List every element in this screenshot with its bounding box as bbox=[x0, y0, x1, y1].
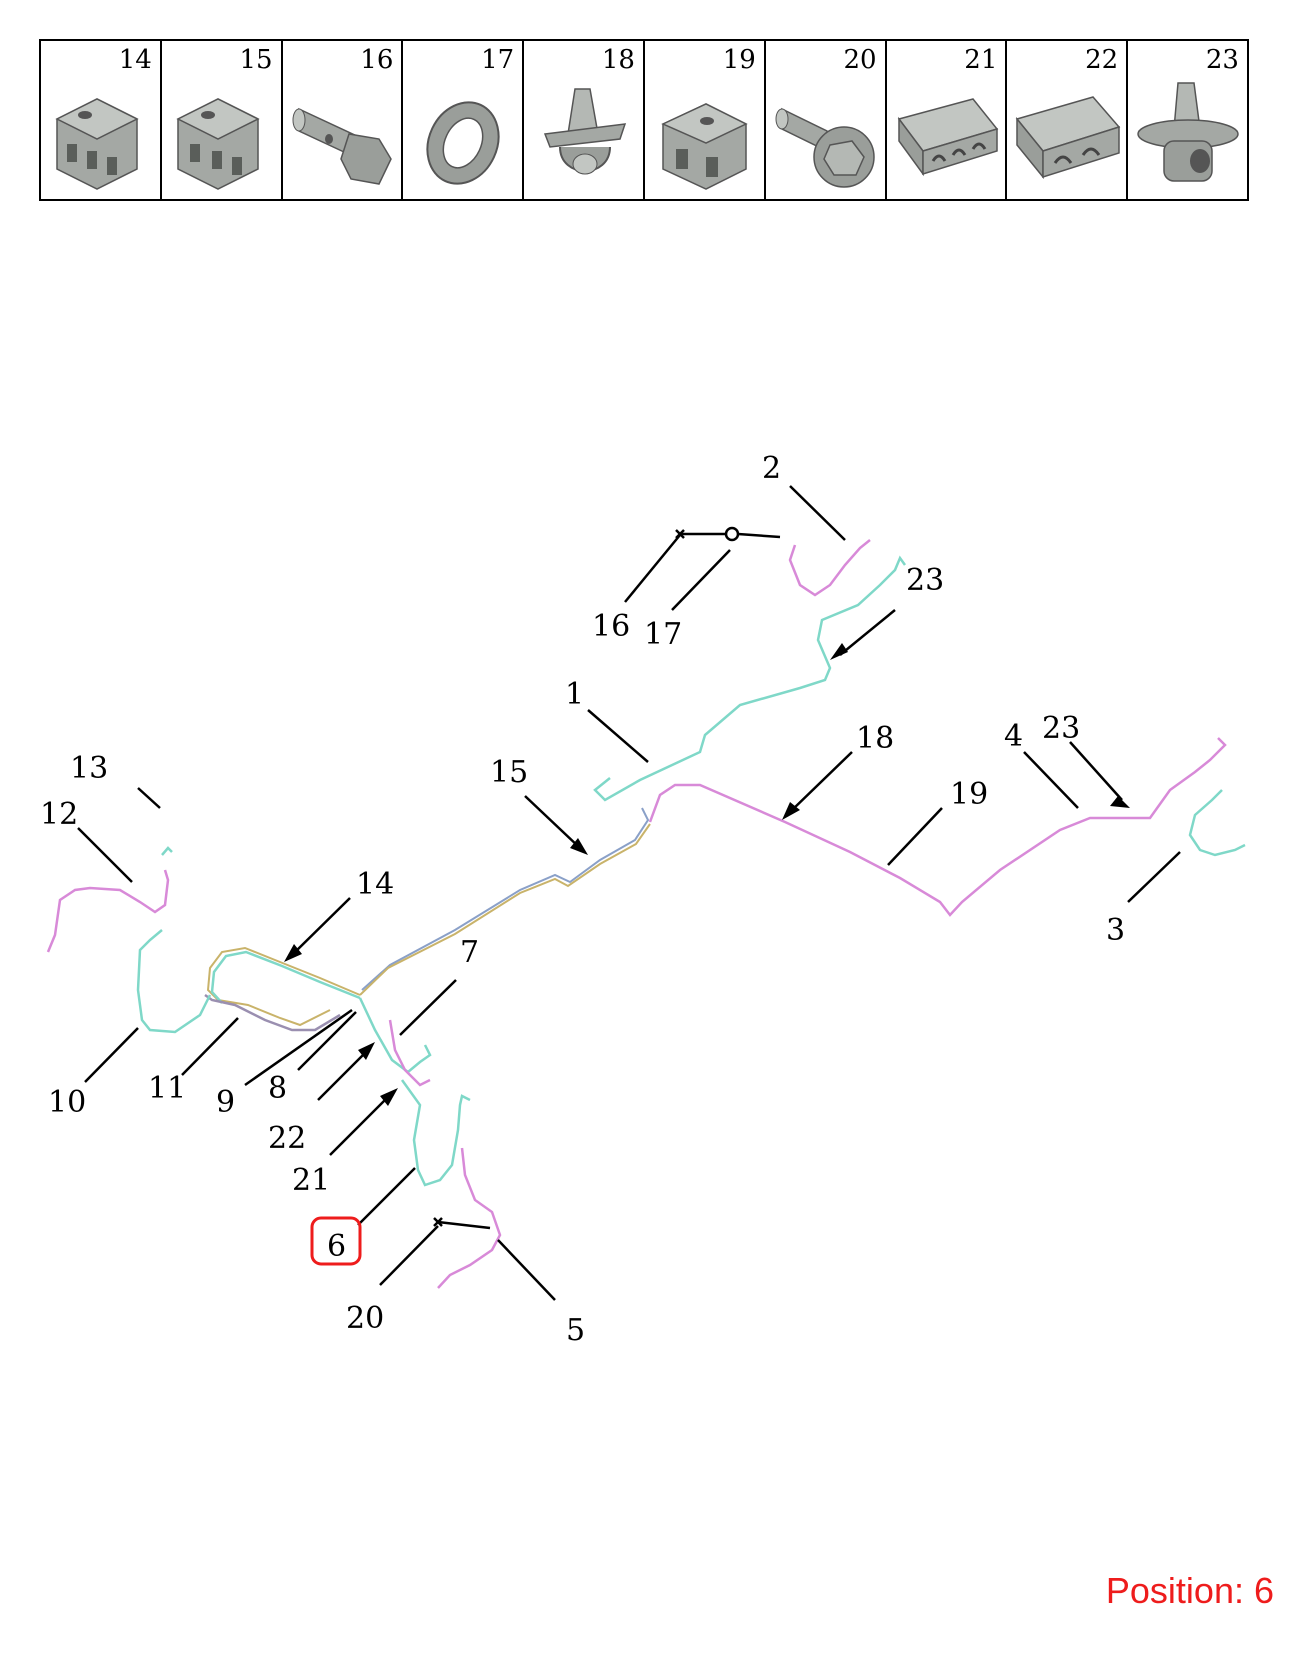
part-number: 17 bbox=[481, 45, 515, 75]
part-cell-21[interactable]: 21 bbox=[887, 41, 1008, 199]
callout-10[interactable]: 10 bbox=[48, 1085, 86, 1120]
pipe-7-bundle[interactable] bbox=[358, 997, 432, 1074]
callout-6[interactable]: 6 bbox=[327, 1229, 346, 1264]
part-cell-15[interactable]: 15 bbox=[162, 41, 283, 199]
highlight-box bbox=[310, 1216, 362, 1266]
flange-bolt-icon bbox=[775, 107, 875, 188]
callout-17[interactable]: 17 bbox=[644, 617, 682, 652]
part-cell-16[interactable]: 16 bbox=[283, 41, 404, 199]
parts-strip: 14 15 16 17 bbox=[39, 39, 1249, 201]
callout-18[interactable]: 18 bbox=[856, 721, 894, 756]
part-number: 15 bbox=[239, 45, 273, 75]
callout-labels: 2 23 16 17 1 18 4 23 15 19 13 12 14 3 7 … bbox=[40, 451, 1125, 1348]
bolt-icon bbox=[292, 107, 392, 185]
leader-lines bbox=[77, 485, 1181, 1301]
callout-7[interactable]: 7 bbox=[460, 935, 479, 970]
pipe-3[interactable] bbox=[1188, 789, 1246, 857]
part-number: 22 bbox=[1085, 45, 1119, 75]
pipe-11[interactable] bbox=[204, 993, 341, 1032]
part-number: 16 bbox=[360, 45, 394, 75]
spring-clip-icon bbox=[544, 88, 627, 175]
pipe-14[interactable] bbox=[206, 946, 361, 1027]
washer-marker[interactable] bbox=[724, 526, 740, 542]
callout-4[interactable]: 4 bbox=[1004, 719, 1023, 754]
part-cell-19[interactable]: 19 bbox=[645, 41, 766, 199]
callout-23-right[interactable]: 23 bbox=[1042, 711, 1080, 746]
part-cell-17[interactable]: 17 bbox=[403, 41, 525, 199]
part-cell-23[interactable]: 23 bbox=[1128, 41, 1247, 199]
callout-20[interactable]: 20 bbox=[346, 1301, 384, 1336]
callout-15[interactable]: 15 bbox=[490, 755, 528, 790]
clip-block-icon bbox=[176, 98, 260, 190]
part-number: 19 bbox=[722, 45, 756, 75]
callout-23-top[interactable]: 23 bbox=[906, 563, 944, 598]
pipe-12[interactable] bbox=[46, 869, 170, 953]
clip-block-icon bbox=[55, 98, 139, 190]
part-number: 14 bbox=[118, 45, 152, 75]
callout-21[interactable]: 21 bbox=[292, 1163, 330, 1198]
callout-9[interactable]: 9 bbox=[216, 1085, 235, 1120]
pipe-10[interactable] bbox=[136, 929, 212, 1034]
pipe-6[interactable] bbox=[400, 1079, 471, 1187]
pipe-13[interactable] bbox=[161, 846, 173, 856]
part-number: 21 bbox=[964, 45, 998, 75]
clip-block-icon bbox=[661, 103, 748, 190]
callout-19[interactable]: 19 bbox=[950, 777, 988, 812]
part-number: 18 bbox=[601, 45, 635, 75]
callout-1[interactable]: 1 bbox=[565, 677, 584, 712]
pipe-19[interactable] bbox=[648, 737, 1227, 917]
pipe-holder-icon bbox=[1016, 96, 1121, 180]
part-number: 23 bbox=[1205, 45, 1239, 75]
pipe-2[interactable] bbox=[788, 539, 871, 597]
callout-22[interactable]: 22 bbox=[268, 1121, 306, 1156]
callout-2[interactable]: 2 bbox=[762, 451, 781, 486]
callout-12[interactable]: 12 bbox=[40, 797, 78, 832]
part-number: 20 bbox=[843, 45, 877, 75]
position-label: Position: 6 bbox=[1105, 1570, 1274, 1611]
washer-icon bbox=[426, 101, 500, 185]
pipe-work bbox=[46, 539, 1246, 1289]
part-cell-14[interactable]: 14 bbox=[41, 41, 162, 199]
callout-8[interactable]: 8 bbox=[268, 1071, 287, 1106]
callout-16[interactable]: 16 bbox=[592, 609, 630, 644]
callout-5[interactable]: 5 bbox=[566, 1313, 585, 1348]
part-cell-22[interactable]: 22 bbox=[1007, 41, 1129, 199]
callout-13[interactable]: 13 bbox=[70, 751, 108, 786]
pipe-1[interactable] bbox=[593, 555, 907, 802]
callout-11[interactable]: 11 bbox=[148, 1071, 186, 1106]
pipe-15-bundle[interactable] bbox=[361, 807, 650, 991]
callout-3[interactable]: 3 bbox=[1106, 913, 1125, 948]
callout-14[interactable]: 14 bbox=[356, 867, 394, 902]
pipe-5[interactable] bbox=[437, 1147, 502, 1289]
pipe-holder-icon bbox=[897, 98, 998, 177]
part-cell-18[interactable]: 18 bbox=[524, 41, 645, 199]
part-cell-20[interactable]: 20 bbox=[766, 41, 887, 199]
spring-clip-icon bbox=[1137, 82, 1239, 182]
